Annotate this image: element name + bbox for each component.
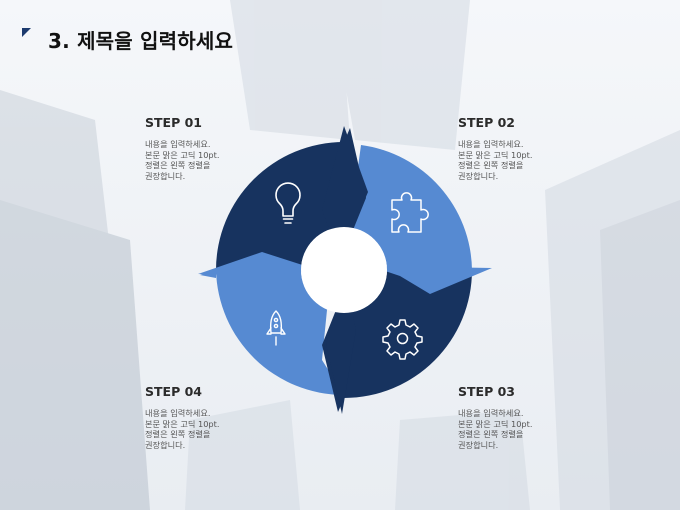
center-hole <box>301 227 387 313</box>
step-04-text: 내용을 입력하세요. 본문 맑은 고딕 10pt. 정렬은 왼쪽 정렬을 권장합… <box>145 408 220 450</box>
gear-icon <box>382 319 423 360</box>
step-01-text: 내용을 입력하세요. 본문 맑은 고딕 10pt. 정렬은 왼쪽 정렬을 권장합… <box>145 139 220 181</box>
arrow-step-03-to-04 <box>326 282 356 414</box>
arrow-step-02-to-03 <box>370 266 492 294</box>
step-02-text: 내용을 입력하세요. 본문 맑은 고딕 10pt. 정렬은 왼쪽 정렬을 권장합… <box>458 139 533 181</box>
arrow-step-04-to-01 <box>198 252 318 276</box>
page-title: 3. 제목을 입력하세요 <box>48 29 234 53</box>
step-03-block: STEP 03 내용을 입력하세요. 본문 맑은 고딕 10pt. 정렬은 왼쪽… <box>458 384 578 450</box>
puzzle-icon <box>391 192 429 233</box>
step-03-title: STEP 03 <box>458 384 515 399</box>
step-01-block: STEP 01 내용을 입력하세요. 본문 맑은 고딕 10pt. 정렬은 왼쪽… <box>145 115 265 181</box>
lightbulb-icon <box>275 182 301 224</box>
step-01-title: STEP 01 <box>145 115 202 130</box>
step-04-block: STEP 04 내용을 입력하세요. 본문 맑은 고딕 10pt. 정렬은 왼쪽… <box>145 384 265 450</box>
step-02-block: STEP 02 내용을 입력하세요. 본문 맑은 고딕 10pt. 정렬은 왼쪽… <box>458 115 578 181</box>
step-03-text: 내용을 입력하세요. 본문 맑은 고딕 10pt. 정렬은 왼쪽 정렬을 권장합… <box>458 408 533 450</box>
rocket-icon <box>266 310 286 346</box>
title-marker <box>22 28 31 37</box>
arrow-step-01-to-02 <box>322 126 368 258</box>
step-04-title: STEP 04 <box>145 384 202 399</box>
step-02-title: STEP 02 <box>458 115 515 130</box>
